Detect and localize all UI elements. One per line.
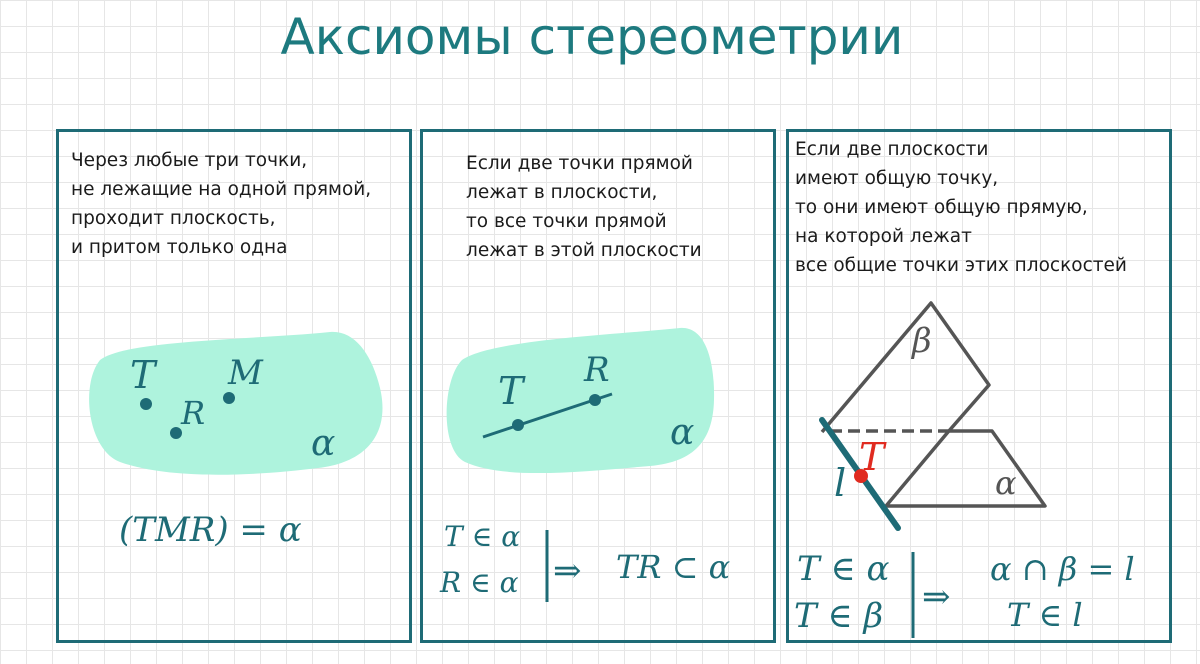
axiom-3-line: все общие точки этих плоскостей [795, 255, 1127, 276]
point-t-label: T [130, 353, 158, 397]
given-r-in-alpha: R ∈ α [439, 566, 519, 599]
axiom-3-text: Если две плоскости имеют общую точку, то… [795, 135, 1127, 280]
axiom-3-line: то они имеют общую прямую, [795, 197, 1088, 218]
point-r-label: R [180, 394, 205, 432]
axiom-1-text: Через любые три точки, не лежащие на одн… [71, 146, 371, 262]
plane-alpha-shape [884, 429, 1047, 508]
axiom-3-line: на которой лежат [795, 226, 972, 247]
axiom-2-line: лежат в этой плоскости [466, 240, 702, 261]
axiom-1-line: не лежащие на одной прямой, [71, 179, 372, 200]
plane-alpha-label: α [995, 464, 1017, 502]
axiom-panel-3: Если две плоскости имеют общую точку, то… [786, 129, 1172, 643]
point-m-label: M [227, 353, 264, 393]
axiom-2-line: то все точки прямой [466, 211, 667, 232]
axiom-1-line: и притом только одна [71, 237, 288, 258]
point-t-label: T [859, 435, 887, 479]
given-t-in-alpha: T ∈ α [444, 520, 520, 553]
point-t [140, 398, 152, 410]
given-t-in-beta: T ∈ β [794, 596, 883, 636]
result-t-in-l: T ∈ l [1007, 596, 1083, 634]
implies-arrow: ⇒ [922, 577, 951, 617]
point-t [512, 419, 524, 431]
given-t-in-alpha: T ∈ α [797, 549, 889, 589]
plane-beta-shape [820, 301, 991, 434]
point-t-label: T [498, 369, 526, 413]
axiom-1-line: Через любые три точки, [71, 150, 308, 171]
plane-alpha-label: α [670, 412, 694, 453]
formula-tmr: (TMR) = α [119, 510, 302, 550]
plane-alpha-shape [446, 327, 715, 474]
axiom-panel-2: Если две точки прямой лежат в плоскости,… [420, 129, 776, 643]
axiom-3-line: имеют общую точку, [795, 168, 999, 189]
point-r [170, 427, 182, 439]
line-l-label: l [834, 461, 846, 505]
result-tr-subset-alpha: TR ⊂ α [616, 548, 730, 586]
axiom-2-line: Если две точки прямой [466, 153, 693, 174]
axiom-3-line: Если две плоскости [795, 139, 989, 160]
point-r [589, 394, 601, 406]
point-t [854, 469, 868, 483]
axiom-1-line: проходит плоскость, [71, 208, 276, 229]
plane-alpha-shape [89, 331, 383, 475]
axiom-2-text: Если две точки прямой лежат в плоскости,… [466, 149, 702, 265]
plane-alpha-label: α [311, 423, 335, 464]
axiom-2-line: лежат в плоскости, [466, 182, 658, 203]
implies-arrow: ⇒ [553, 551, 582, 591]
axiom-panel-1: Через любые три точки, не лежащие на одн… [56, 129, 412, 643]
point-r-label: R [583, 350, 610, 390]
point-m [223, 392, 235, 404]
plane-beta-label: β [910, 321, 932, 361]
result-intersection: α ∩ β = l [990, 550, 1135, 588]
page-title: Аксиомы стереометрии [280, 8, 904, 66]
